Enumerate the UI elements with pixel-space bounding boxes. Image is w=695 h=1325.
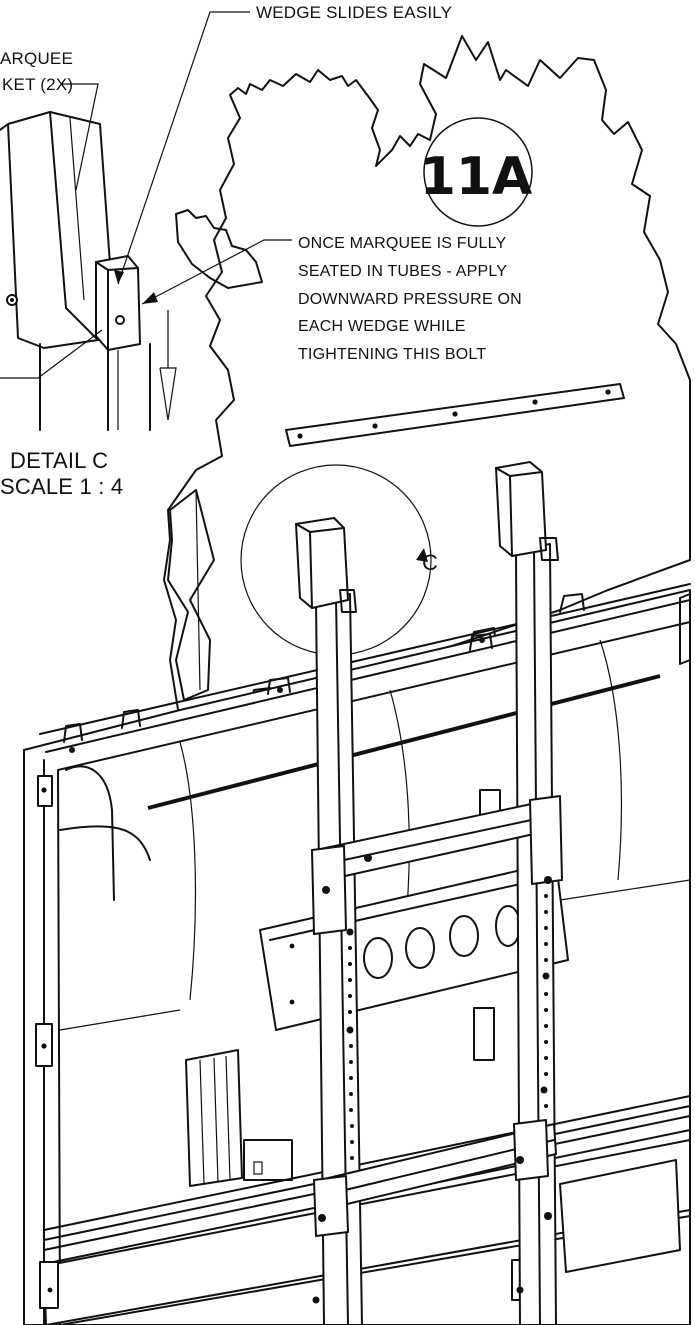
marquee-panel (163, 35, 691, 723)
wedge-note-leader (117, 11, 250, 285)
wedge-note: WEDGE SLIDES EASILY (256, 3, 452, 22)
instruction-line: DOWNWARD PRESSURE ON (298, 291, 522, 308)
detail-c-view (0, 83, 177, 431)
instruction-line: ONCE MARQUEE IS FULLY (298, 235, 507, 252)
bracket-label-line-1: ARQUEE (0, 49, 73, 68)
instruction-note: ONCE MARQUEE IS FULLY SEATED IN TUBES - … (298, 235, 522, 363)
detail-scale: SCALE 1 : 4 (0, 474, 123, 499)
step-number: 11A (420, 147, 533, 207)
instruction-line: EACH WEDGE WHILE (298, 318, 466, 335)
step-badge: 11A (420, 117, 533, 227)
left-tube-holes (348, 946, 354, 1160)
instruction-leader (141, 239, 292, 305)
detail-title: DETAIL C (10, 448, 108, 473)
support-tubes (295, 461, 563, 1325)
bracket-label-line-2: KET (2X) (2, 75, 73, 94)
instruction-line: TIGHTENING THIS BOLT (298, 346, 486, 363)
instruction-line: SEATED IN TUBES - APPLY (298, 263, 507, 280)
detail-callout-letter: C (422, 550, 438, 575)
right-tube-holes (544, 894, 548, 1108)
